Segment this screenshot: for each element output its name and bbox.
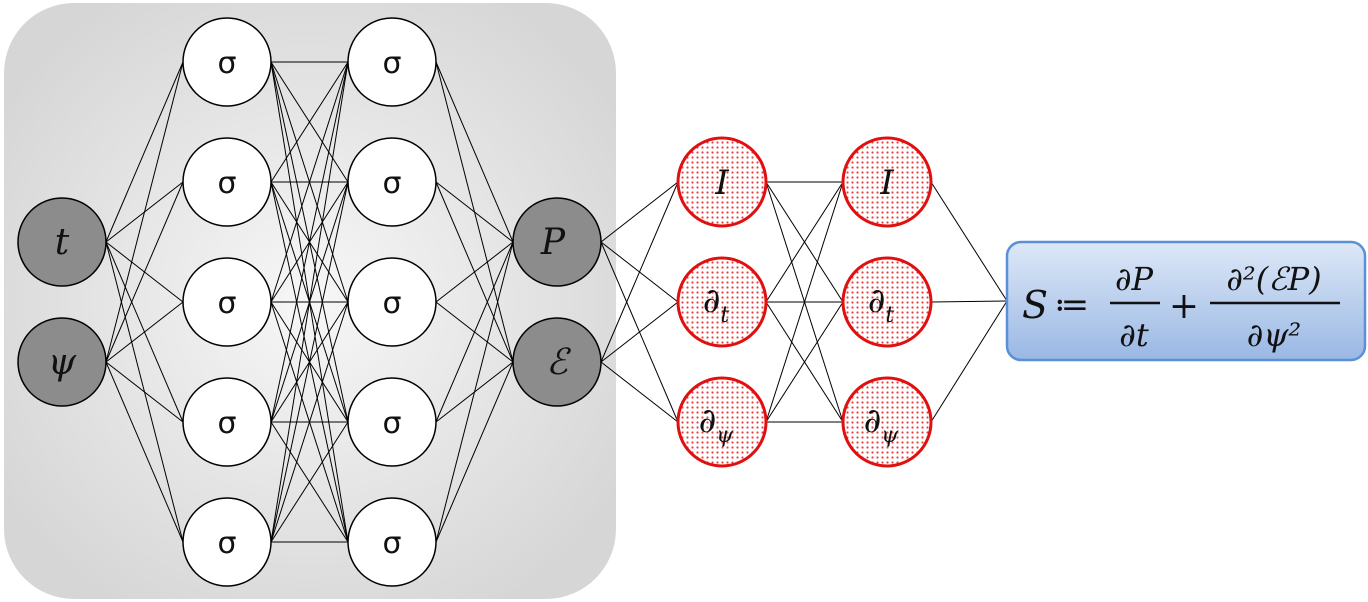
sigma-label: σ [217,166,236,201]
equation-term2-denominator: ∂ψ² [1247,316,1301,354]
edge [930,181,1008,302]
operator-node-dt: ∂t [676,256,768,348]
sigma-label: σ [217,46,236,81]
svg-text:∂ψ: ∂ψ [864,401,900,448]
svg-text:∂t: ∂t [868,281,895,328]
operator-node-dpsi: ∂ψ [841,376,933,468]
edge [930,300,1008,423]
equation-term1-denominator: ∂t [1119,316,1149,354]
edge [600,181,679,243]
edge [270,61,349,423]
residual-equation-box: S ≔ ∂P ∂t + ∂²(ℰP) ∂ψ² [1005,240,1367,362]
output-node-epsilon: ℰ [512,317,602,407]
operator-subscript: t [885,303,894,328]
sigma-label: σ [217,526,236,561]
edge [765,301,844,423]
connections [105,61,1008,543]
edge [270,301,349,543]
hidden-node: σ [347,17,437,107]
output-node-p: P [512,197,602,287]
operator-base: ∂ [699,401,717,441]
hidden-node: σ [347,257,437,347]
equation-term1-numerator: ∂P [1115,260,1154,298]
hidden-node: σ [347,497,437,587]
edge [105,361,184,543]
hidden-node: σ [182,257,272,347]
hidden-node: σ [182,497,272,587]
operator-node-dt: ∂t [841,256,933,348]
hidden-node: σ [347,377,437,467]
edge [435,241,514,543]
edge [105,61,184,363]
svg-text:∂ψ: ∂ψ [699,401,735,448]
equation-plus: + [1169,286,1199,327]
edge [105,361,184,423]
equation-lhs: S [1022,283,1048,327]
sigma-label: σ [382,166,401,201]
svg-text:∂t: ∂t [703,281,730,328]
operator-node-dpsi: ∂ψ [676,376,768,468]
edge [105,301,184,363]
svg-text:I: I [714,163,729,203]
sigma-label: σ [217,406,236,441]
edge [270,61,349,543]
equation-assign: ≔ [1054,285,1089,325]
hidden-node: σ [347,137,437,227]
edge [765,181,844,303]
operator-subscript: t [720,303,729,328]
edge [600,301,679,363]
hidden-node: σ [182,17,272,107]
edge [435,241,514,423]
operator-base: I [714,163,729,203]
edge [435,361,514,543]
edge [270,61,349,183]
edge [435,181,514,243]
output-label-epsilon: ℰ [546,342,571,383]
operator-subscript: ψ [716,423,734,448]
sigma-label: σ [382,526,401,561]
operator-node-identity: I [676,136,768,228]
edge [600,361,679,423]
edge [765,181,844,423]
input-node-psi: ψ [17,317,107,407]
equation-term2-numerator: ∂²(ℰP) [1226,260,1321,298]
operator-node-identity: I [841,136,933,228]
edge [930,300,1008,303]
edge [600,181,679,363]
edge [270,421,349,543]
input-label-psi: ψ [48,342,77,383]
operator-subscript: ψ [881,423,899,448]
edge [435,61,514,243]
input-label-t: t [55,222,70,263]
input-node-t: t [17,197,107,287]
svg-text:I: I [879,163,894,203]
edge [270,181,349,543]
hidden-node: σ [182,137,272,227]
edge [105,181,184,363]
sigma-label: σ [382,406,401,441]
hidden-node: σ [182,377,272,467]
operator-base: ∂ [868,281,886,321]
operator-base: I [879,163,894,203]
operator-base: ∂ [703,281,721,321]
edge [270,61,349,303]
edge [435,241,514,303]
sigma-label: σ [217,286,236,321]
sigma-label: σ [382,286,401,321]
edge [105,61,184,243]
output-label-p: P [540,222,566,263]
operator-base: ∂ [864,401,882,441]
sigma-label: σ [382,46,401,81]
